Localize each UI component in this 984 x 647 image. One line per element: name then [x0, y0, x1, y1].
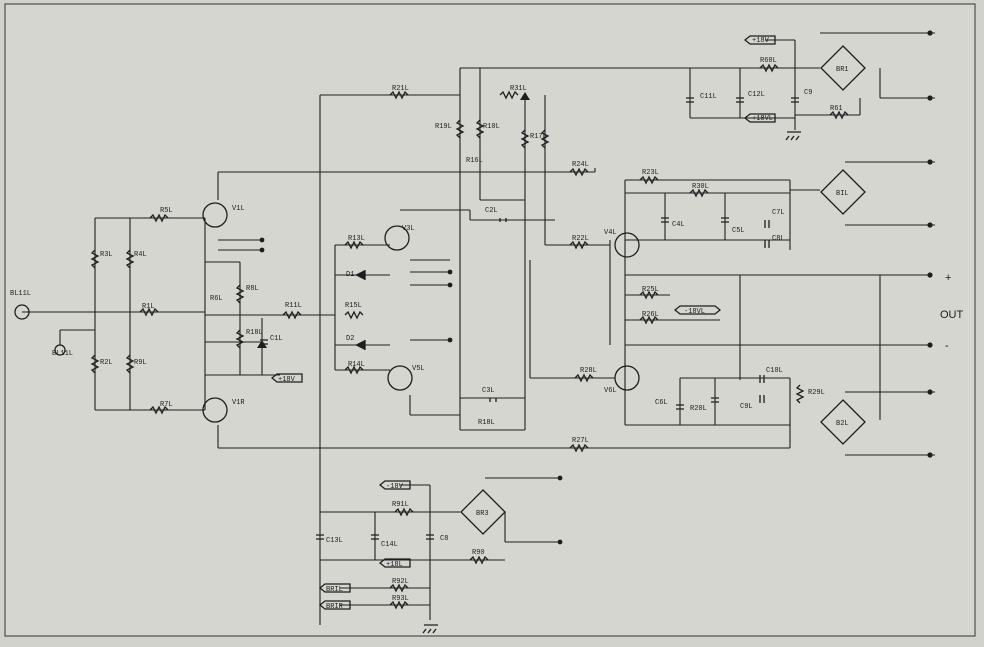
- label-r1l: R1L: [142, 303, 155, 311]
- label-v6l: V6L: [604, 387, 617, 395]
- label-c13l: C13L: [326, 537, 343, 545]
- label-d2: D2: [346, 335, 354, 343]
- label-r2l: R2L: [100, 359, 113, 367]
- label-r14l: R14L: [348, 361, 365, 369]
- label-r6l: R6L: [210, 295, 223, 303]
- label-input-left2: BL11L: [52, 350, 73, 358]
- label-r92l: R92L: [392, 578, 409, 586]
- label-psu-bot-tag-a: -18V: [386, 483, 404, 491]
- label-psu-bot-tag-b: +18L: [386, 561, 403, 569]
- label-c4l: C4L: [672, 221, 685, 229]
- label-c3l: C3L: [482, 387, 495, 395]
- label-c10l: C10L: [766, 367, 783, 375]
- label-r17l: R17L: [530, 133, 547, 141]
- label-r26l: R26L: [642, 311, 659, 319]
- label-r11l: R11L: [285, 302, 302, 310]
- label-r25l: R25L: [642, 286, 659, 294]
- label-c9: C9: [804, 89, 812, 97]
- label-r15l: R15L: [345, 302, 362, 310]
- label-r29l: R29L: [808, 389, 825, 397]
- label-r13l: R13L: [348, 235, 365, 243]
- label-c2l: C2L: [485, 207, 498, 215]
- label-r24l: R24L: [572, 161, 589, 169]
- label-input-left: BL11L: [10, 290, 31, 298]
- label-r16l: R16L: [466, 157, 483, 165]
- label-r61: R61: [830, 105, 843, 113]
- label-tag-left: +18V: [278, 376, 296, 384]
- label-r5l: R5L: [160, 207, 173, 215]
- label-v5l: V5L: [412, 365, 425, 373]
- label-br1: BR1: [836, 66, 849, 74]
- terminals: [259, 30, 933, 545]
- label-r27l: R27L: [572, 437, 589, 445]
- label-v1l: V1L: [232, 205, 245, 213]
- sheet-border: [4, 3, 976, 637]
- label-c6l: C6L: [655, 399, 668, 407]
- label-c9l: C9L: [740, 403, 753, 411]
- minus-sign: -: [945, 340, 949, 352]
- label-c11l: C11L: [700, 93, 717, 101]
- label-r21l: R21L: [392, 85, 409, 93]
- label-psu-top-tag-a: +18V: [752, 37, 770, 45]
- label-r10l: R10L: [483, 123, 500, 131]
- label-r9l: R9L: [134, 359, 147, 367]
- label-r4l: R4L: [134, 251, 147, 259]
- label-c1l-left: C1L: [270, 335, 283, 343]
- label-r23l: R23L: [642, 169, 659, 177]
- label-r90: R90: [472, 549, 485, 557]
- label-r19l: R19L: [435, 123, 452, 131]
- label-psu-bot-tag-d: BRIR: [326, 603, 344, 611]
- signal-tags: [270, 35, 776, 610]
- label-bil: BIL: [836, 190, 849, 198]
- label-c8: C8: [440, 535, 448, 543]
- bridge-rectifiers: [460, 45, 866, 535]
- label-r7l: R7L: [160, 401, 173, 409]
- label-v3l: V3L: [402, 225, 415, 233]
- label-r18l: R18L: [478, 419, 495, 427]
- label-v1r: V1R: [232, 399, 245, 407]
- label-r91l: R91L: [392, 501, 409, 509]
- label-r18l-left: R18L: [246, 329, 263, 337]
- label-b2l: B2L: [836, 420, 849, 428]
- vacuum-tubes: [14, 202, 640, 423]
- label-c5l: C5L: [732, 227, 745, 235]
- label-tag-right2: +18VL: [752, 115, 773, 123]
- label-r28l: R28L: [580, 367, 597, 375]
- label-r31l: R31L: [510, 85, 527, 93]
- label-r20l: R20L: [690, 405, 707, 413]
- label-c8l: C8L: [772, 235, 785, 243]
- label-v4l: V4L: [604, 229, 617, 237]
- label-r93l: R93L: [392, 595, 409, 603]
- label-d1: D1: [346, 271, 354, 279]
- label-psu-bot-tag-c: BRIL: [326, 586, 343, 594]
- plus-sign: +: [945, 272, 951, 284]
- label-tag-right1: -18VL: [684, 308, 705, 316]
- label-r60l: R60L: [760, 57, 777, 65]
- label-c14l: C14L: [381, 541, 398, 549]
- resistors: [90, 63, 849, 610]
- label-r30l: R30L: [692, 183, 709, 191]
- label-r22l: R22L: [572, 235, 589, 243]
- label-c12l: C12L: [748, 91, 765, 99]
- label-r8l: R8L: [246, 285, 259, 293]
- label-br3: BR3: [476, 510, 489, 518]
- ground-symbols: [422, 131, 801, 634]
- diodes: [257, 92, 530, 350]
- label-r3l: R3L: [100, 251, 113, 259]
- capacitors: [260, 97, 799, 540]
- label-c7l: C7L: [772, 209, 785, 217]
- output-label: OUT: [940, 309, 964, 321]
- wires: [22, 32, 935, 625]
